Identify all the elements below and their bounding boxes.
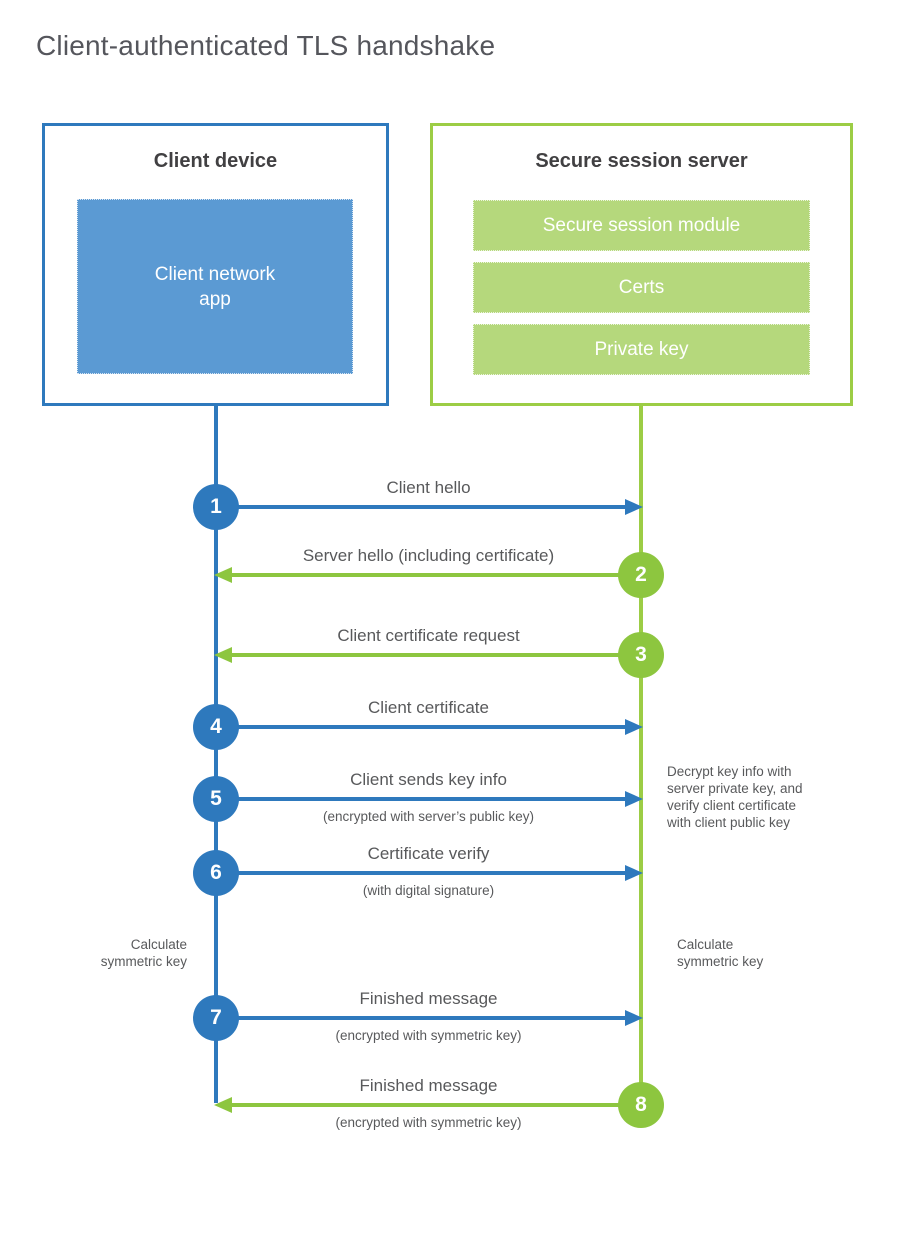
server-module-bar: Secure session module	[473, 200, 810, 251]
message-label: Client hello	[386, 478, 471, 497]
server-private-key-bar: Private key	[473, 324, 810, 375]
message-sublabel: (encrypted with symmetric key)	[335, 1028, 522, 1043]
arrow-left	[232, 1103, 641, 1107]
arrowhead-left-icon	[214, 647, 232, 663]
message-label: Client sends key info	[350, 770, 507, 789]
arrow-right	[216, 1016, 625, 1020]
step-circle: 7	[193, 995, 239, 1041]
message-sublabel: (with digital signature)	[362, 883, 495, 898]
decrypt-key-note: Decrypt key info with server private key…	[667, 764, 803, 830]
message-label: Client certificate request	[337, 626, 520, 645]
arrowhead-right-icon	[625, 1010, 643, 1026]
message-sublabel: (encrypted with symmetric key)	[335, 1115, 522, 1130]
arrow-left	[232, 573, 641, 577]
server-title: Secure session server	[535, 150, 748, 172]
message-label: Client certificate	[368, 698, 489, 717]
step-circle: 8	[618, 1082, 664, 1128]
arrowhead-left-icon	[214, 567, 232, 583]
step-circle: 2	[618, 552, 664, 598]
page-title: Client-authenticated TLS handshake	[36, 30, 496, 61]
arrowhead-right-icon	[625, 719, 643, 735]
arrow-right	[216, 871, 625, 875]
message-label: Certificate verify	[367, 844, 490, 863]
client-device-title: Client device	[153, 150, 278, 172]
client-lifeline	[214, 406, 218, 1103]
client-network-app-box: Client network app	[77, 199, 353, 374]
message-label: Finished message	[359, 989, 498, 1008]
message-label: Finished message	[359, 1076, 498, 1095]
arrow-left	[232, 653, 641, 657]
arrow-right	[216, 505, 625, 509]
step-circle: 4	[193, 704, 239, 750]
message-sublabel: (encrypted with server’s public key)	[322, 809, 535, 824]
server-lifeline	[639, 406, 643, 1105]
step-circle: 3	[618, 632, 664, 678]
arrowhead-right-icon	[625, 499, 643, 515]
step-circle: 5	[193, 776, 239, 822]
arrow-right	[216, 797, 625, 801]
message-label: Server hello (including certificate)	[302, 546, 555, 565]
calculate-symmetric-key-note-client: Calculate symmetric key	[100, 937, 187, 969]
arrowhead-right-icon	[625, 865, 643, 881]
server-certs-bar: Certs	[473, 262, 810, 313]
arrowhead-left-icon	[214, 1097, 232, 1113]
calculate-symmetric-key-note-server: Calculate symmetric key	[677, 937, 764, 969]
arrowhead-right-icon	[625, 791, 643, 807]
step-circle: 6	[193, 850, 239, 896]
step-circle: 1	[193, 484, 239, 530]
arrow-right	[216, 725, 625, 729]
